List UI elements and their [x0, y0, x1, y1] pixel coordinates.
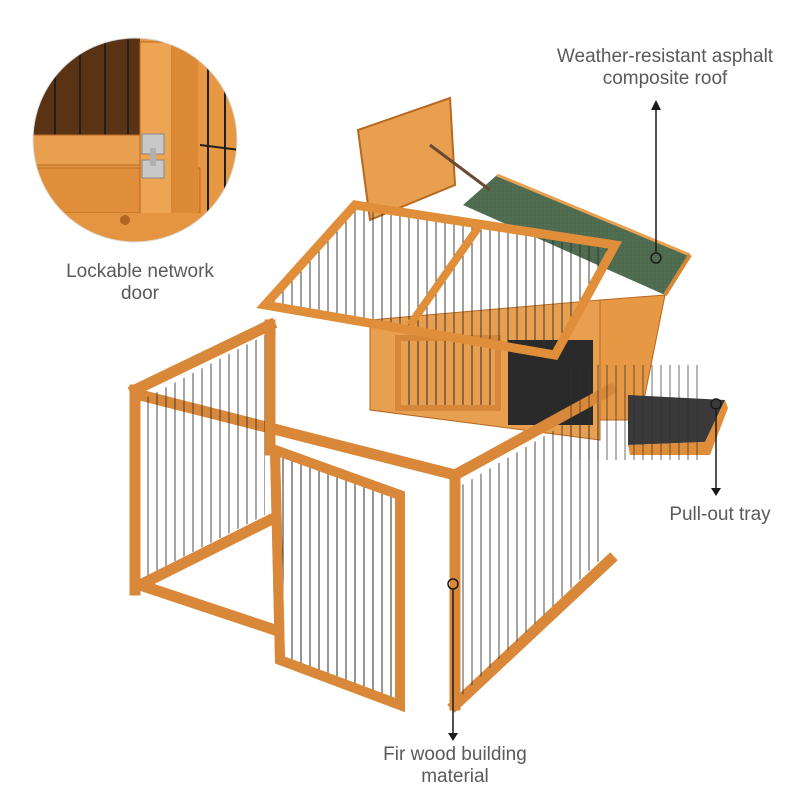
callout-wood-line2: material — [421, 766, 489, 787]
callout-wood: Fir wood building material — [355, 744, 555, 788]
callout-wood-line1: Fir wood building — [383, 744, 527, 765]
callout-door-line1: Lockable network — [66, 261, 214, 282]
callout-roof-line1: Weather-resistant asphalt — [556, 46, 774, 67]
callout-tray-line1: Pull-out tray — [669, 504, 771, 525]
callout-tray: Pull-out tray — [650, 504, 790, 526]
callout-door-line2: door — [120, 283, 160, 304]
annotation-lines — [447, 108, 722, 735]
callout-door: Lockable network door — [35, 261, 245, 305]
callout-roof: Weather-resistant asphalt composite roof — [525, 46, 800, 90]
callout-roof-line2: composite roof — [602, 68, 728, 89]
